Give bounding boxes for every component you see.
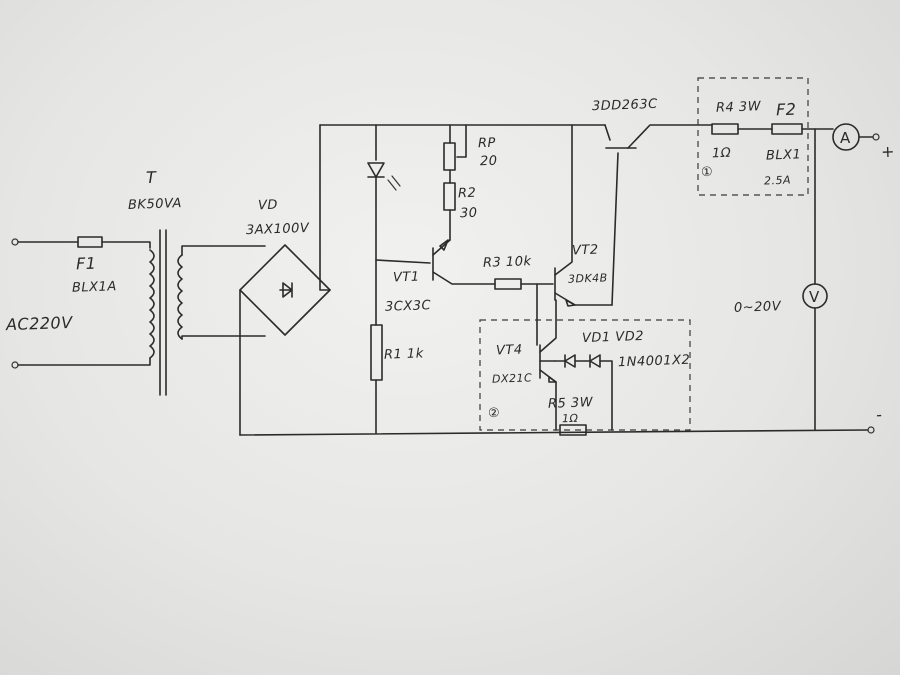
label-vt2-type: 3DK4B: [567, 271, 608, 286]
ac-input-wiring: [11, 238, 151, 369]
label-fuse-f2: F2: [775, 99, 797, 120]
block-2-outline: [479, 319, 691, 431]
transistor-vt1: [432, 239, 496, 285]
label-r2-value: 30: [459, 205, 478, 222]
potentiometer-rp: [443, 142, 456, 171]
label-vt4: VT4: [495, 342, 523, 359]
bridge-rectifier: [239, 124, 331, 436]
label-vt2: VT2: [571, 242, 599, 259]
label-transformer-rating: BK50VA: [127, 196, 183, 213]
label-fuse-f1: F1: [75, 253, 97, 274]
ground-rail: [239, 429, 869, 436]
label-r3: R3 10k: [482, 254, 532, 271]
transformer: [149, 229, 266, 396]
ac-terminal-top: [11, 238, 19, 246]
positive-terminal: [872, 133, 880, 141]
label-r5: R5 3W: [547, 395, 594, 412]
pass-transistor: [604, 124, 713, 306]
negative-terminal: [867, 426, 875, 434]
ac-terminal-bottom: [11, 361, 19, 369]
label-diode-type: 1N4001X2: [617, 352, 691, 371]
fuse-f2: [771, 123, 803, 135]
label-vt1-type: 3CX3C: [384, 298, 432, 315]
rp-r2-branch: [443, 124, 467, 241]
led-branch: [367, 124, 431, 434]
label-transformer: T: [145, 167, 157, 188]
label-bridge-type: 3AX100V: [245, 220, 310, 239]
label-plus: +: [880, 141, 896, 162]
label-r2: R2: [457, 185, 477, 202]
label-bridge: VD: [257, 197, 279, 214]
label-ac-input: AC220V: [5, 312, 73, 335]
resistor-r3: [494, 278, 522, 290]
fuse-f1: [77, 236, 103, 248]
label-pass-transistor: 3DD263C: [591, 96, 658, 115]
label-block-2: ②: [487, 405, 501, 422]
label-r1: R1 1k: [383, 346, 424, 363]
resistor-r4: [711, 123, 739, 135]
label-r4-value: 1Ω: [711, 145, 732, 162]
resistor-r2: [443, 182, 456, 211]
block-1-outline: [697, 77, 809, 196]
voltmeter-letter: V: [809, 288, 820, 306]
label-vt4-type: DX21C: [491, 371, 533, 386]
label-fuse-f2-type: BLX1: [765, 147, 802, 164]
label-minus: -: [875, 404, 883, 425]
label-r5-value: 1Ω: [561, 411, 579, 426]
label-r4: R4 3W: [715, 99, 762, 116]
diodes-vd1-vd2: [554, 354, 613, 431]
transistor-vt4: [539, 299, 557, 431]
label-block-1: ①: [700, 164, 714, 181]
ammeter-letter: A: [840, 129, 851, 147]
label-rp-value: 20: [479, 153, 498, 170]
resistor-r5: [559, 424, 587, 436]
resistor-r1: [370, 324, 383, 381]
transistor-vt2: [554, 124, 613, 307]
label-rp: RP: [477, 135, 497, 152]
label-fuse-f2-rating: 2.5A: [763, 173, 792, 188]
label-vt1: VT1: [392, 269, 420, 286]
label-fuse-f1-type: BLX1A: [71, 279, 117, 296]
label-voltmeter-range: 0~20V: [733, 299, 782, 316]
label-diodes: VD1 VD2: [581, 328, 645, 347]
